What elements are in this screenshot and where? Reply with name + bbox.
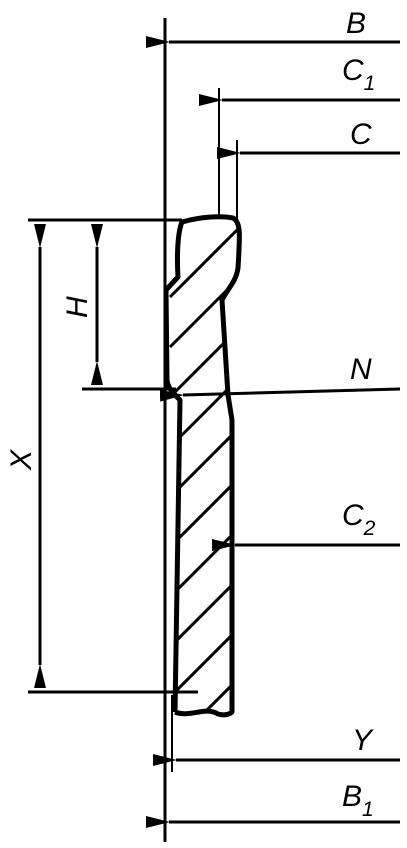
label-h: H bbox=[61, 296, 94, 318]
label-c1: C1 bbox=[342, 54, 375, 95]
label-x: X bbox=[5, 449, 38, 471]
label-n: N bbox=[350, 353, 372, 386]
label-b: B bbox=[346, 7, 366, 40]
label-b1: B1 bbox=[342, 780, 374, 821]
n-leader-arrow bbox=[159, 387, 401, 402]
label-y: Y bbox=[352, 724, 374, 757]
section-outline bbox=[163, 214, 242, 718]
label-c2: C2 bbox=[342, 499, 376, 540]
label-c: C bbox=[350, 118, 372, 151]
